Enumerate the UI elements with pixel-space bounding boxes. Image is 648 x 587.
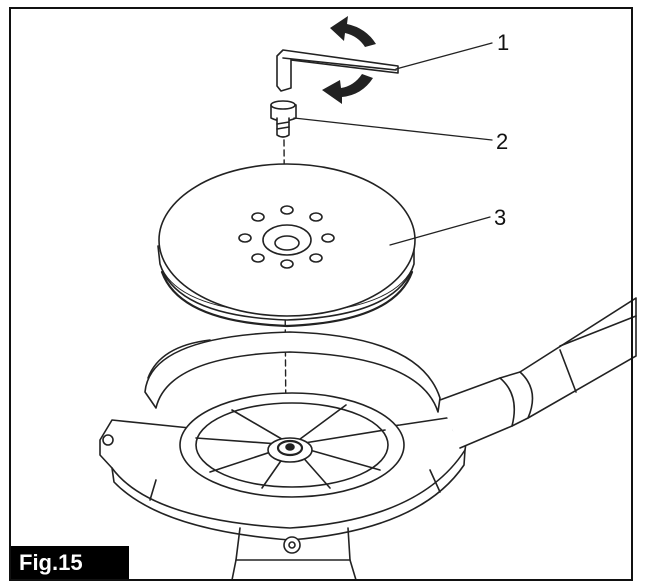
callout-2: 2 (496, 129, 509, 154)
pad-holes (238, 205, 335, 269)
callout-1: 1 (497, 30, 510, 55)
callout-3: 3 (494, 205, 507, 230)
center-axis (283, 139, 287, 436)
hex-wrench (276, 49, 399, 92)
rotation-arrows-icon (322, 16, 376, 104)
leader-lines (293, 42, 493, 246)
tool-pole (439, 297, 637, 449)
sanding-pad (157, 163, 416, 328)
figure-label: Fig.15 (11, 546, 129, 579)
tool-head (99, 331, 469, 581)
figure-frame (9, 7, 633, 581)
bolt (270, 100, 297, 138)
